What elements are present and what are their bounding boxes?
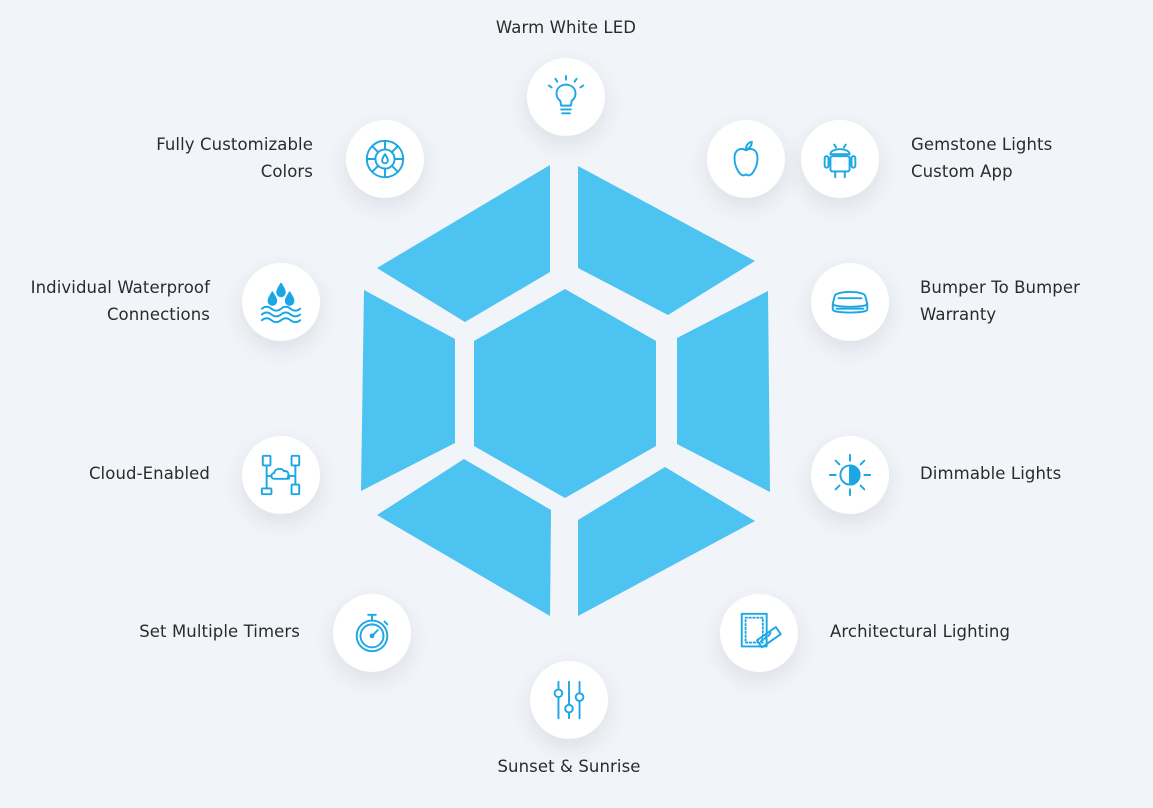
gem-facet-right: [677, 291, 770, 492]
gem-facet-left: [361, 290, 455, 491]
gem-facet-center: [474, 289, 656, 498]
feature-apple-app: [707, 120, 785, 198]
feature-label-warm-white-led: Warm White LED: [495, 18, 637, 37]
color-wheel-icon: [365, 139, 405, 179]
gem-facet-bottom-left: [377, 459, 551, 616]
blueprint-ruler-icon: [740, 612, 782, 649]
gem-facet-bottom-right: [578, 467, 755, 616]
feature-architectural: [720, 594, 798, 672]
gem-facet-top-left: [377, 165, 550, 322]
feature-label-custom-app: Gemstone Lights Custom App: [911, 135, 1053, 181]
feature-waterproof: [242, 263, 320, 341]
feature-label-customizable-colors: Fully Customizable Colors: [156, 135, 313, 181]
feature-android-app: [801, 120, 879, 198]
feature-customizable-colors: [346, 120, 424, 198]
feature-label-architectural: Architectural Lighting: [830, 622, 1011, 641]
feature-dimmable: [811, 436, 889, 514]
feature-warm-white-led: [527, 58, 605, 136]
water-drops-icon: [260, 282, 302, 324]
feature-label-warranty: Bumper To Bumper Warranty: [920, 278, 1080, 324]
apple-icon: [733, 140, 759, 177]
feature-warranty: [811, 263, 889, 341]
sliders-icon: [553, 680, 585, 720]
lightbulb-icon: [547, 74, 585, 115]
feature-timers: [333, 594, 411, 672]
bumper-light-icon: [831, 290, 869, 314]
cloud-network-icon: [260, 454, 301, 496]
brightness-icon: [828, 453, 872, 497]
stopwatch-icon: [355, 613, 389, 653]
feature-label-dimmable: Dimmable Lights: [920, 464, 1062, 483]
gem-facet-top-right: [578, 166, 755, 315]
feature-cloud: [242, 436, 320, 514]
feature-label-cloud: Cloud-Enabled: [88, 464, 210, 483]
feature-label-waterproof: Individual Waterproof Connections: [30, 278, 210, 324]
android-icon: [823, 143, 857, 179]
feature-label-timers: Set Multiple Timers: [139, 622, 300, 641]
feature-label-sunset-sunrise: Sunset & Sunrise: [497, 757, 641, 776]
feature-sunset-sunrise: [530, 661, 608, 739]
